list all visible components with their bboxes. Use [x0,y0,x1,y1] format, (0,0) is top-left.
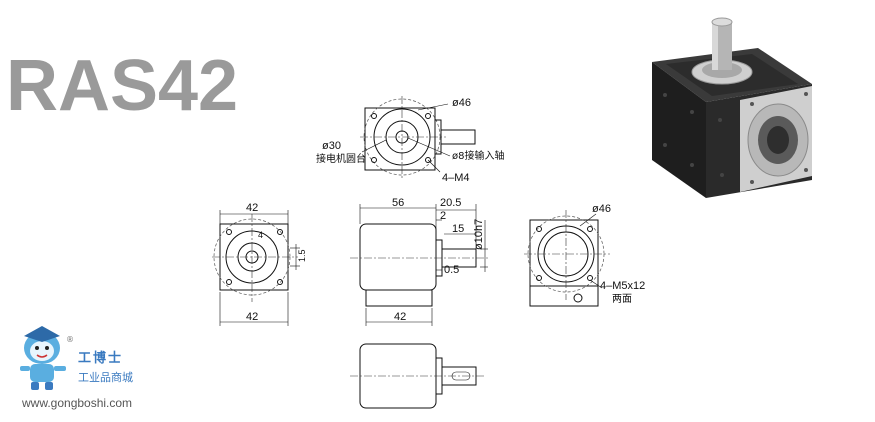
right-m5-label: 4–M5x12 [600,280,645,292]
right-view: ø46 4–M5x12 两面 [524,203,645,307]
right-d46-label: ø46 [592,203,611,215]
logo-url: www.gongboshi.com [21,396,132,410]
side-shaft-dia-label: ø10h7 [473,219,485,250]
logo-name: 工博士 [78,350,123,366]
mascot-icon [20,326,66,390]
product-photo [652,17,812,198]
side-len56-label: 56 [392,197,404,209]
front-width-top-label: 42 [246,202,258,214]
front-inner-label: 4 [258,230,263,240]
top-m4-label: 4–M4 [442,172,470,184]
top-shaft-note: ø8接输入轴 [452,149,504,162]
product-title: RAS42 [6,46,238,126]
front-view: 42 42 4 1.5 [212,202,307,326]
side-len42-label: 42 [394,311,406,323]
front-width-bottom-label: 42 [246,311,258,323]
side-len05-label: 0.5 [444,264,459,276]
top-d46-label: ø46 [452,97,471,109]
bottom-view [350,343,486,409]
logo-subtitle: 工业品商城 [78,370,133,384]
top-view: ø46 ø30 接电机圆台 ø8接输入轴 4–M4 [316,96,504,184]
side-len2-label: 2 [440,210,446,222]
top-d30-label: ø30 [322,140,341,152]
top-motor-note: 接电机圆台 [316,152,366,165]
gongboshi-logo: ® 工博士 工业品商城 www.gongboshi.com [20,326,133,410]
logo-reg-mark: ® [66,335,74,344]
right-both-sides-label: 两面 [612,294,632,305]
side-len205-label: 20.5 [440,197,461,209]
side-len15-label: 15 [452,223,464,235]
front-side-label: 1.5 [297,249,307,262]
side-view: 56 20.5 2 15 ø10h7 0.5 42 [350,197,490,326]
